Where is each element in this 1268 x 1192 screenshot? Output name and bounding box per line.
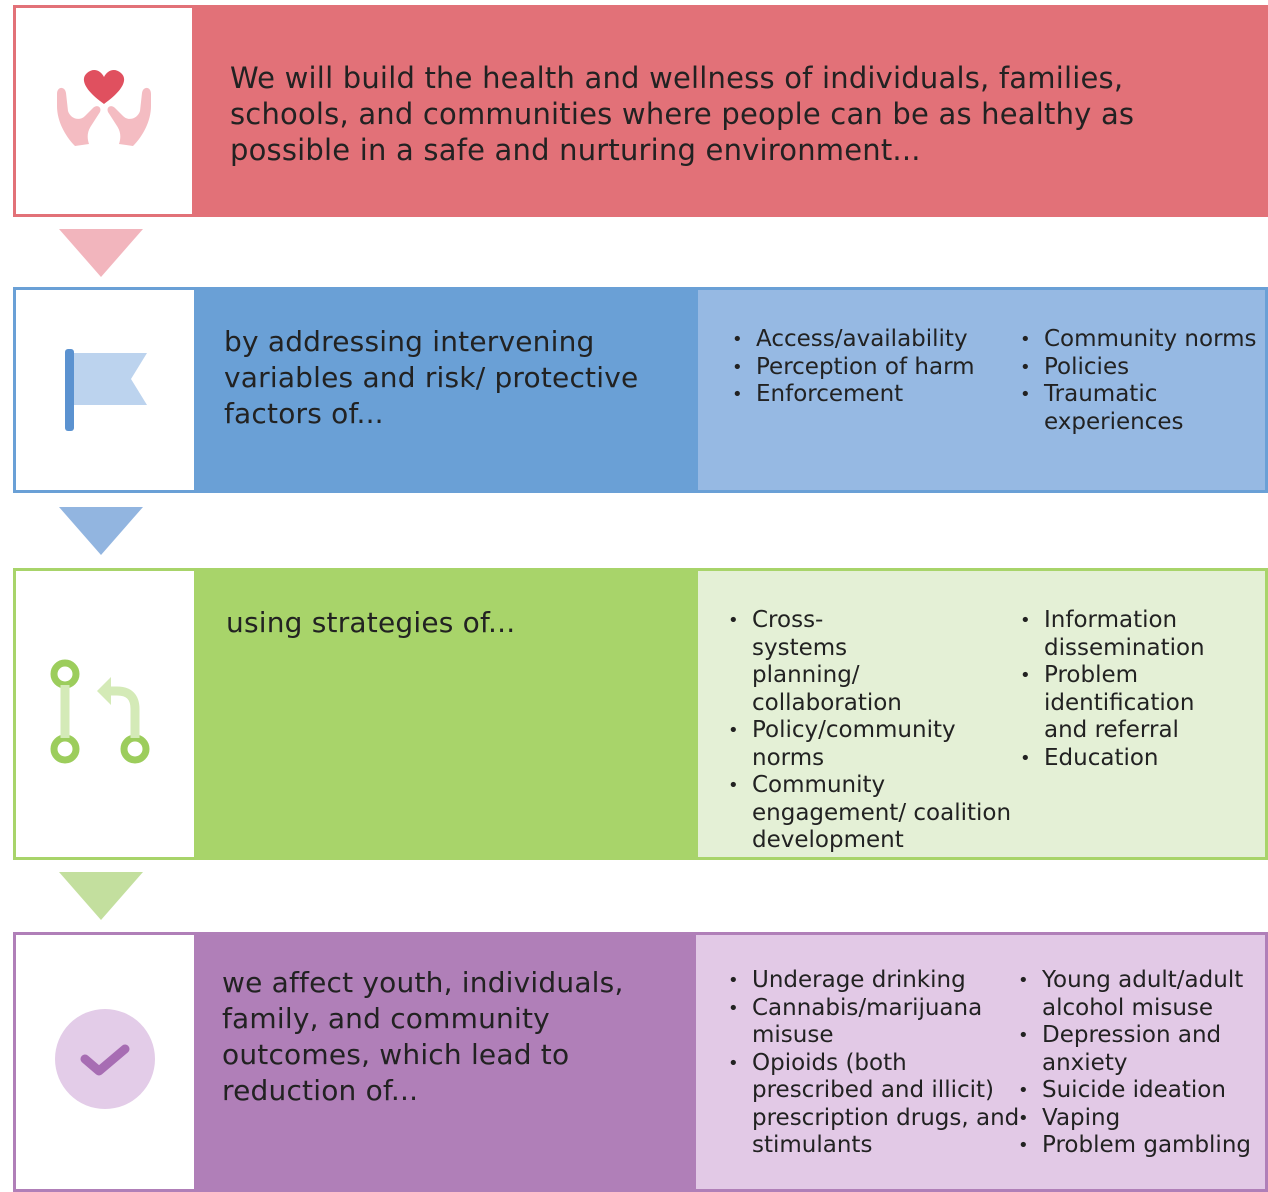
list-item: Traumatic experiences <box>1020 381 1204 436</box>
factors-panel: by addressing intervening variables and … <box>194 290 698 490</box>
list-item: Suicide ideation <box>1018 1077 1258 1105</box>
strategies-panel: using strategies of... <box>194 571 698 857</box>
outcomes-list-left: Underage drinking Cannabis/marijuana mis… <box>728 967 1019 1160</box>
outcomes-icon-cell <box>16 935 194 1189</box>
list-item: Community engagement/ coalition developm… <box>728 772 1022 855</box>
strategies-row: using strategies of... Cross-systems pla… <box>13 568 1268 860</box>
list-item: Opioids (both prescribed and illicit) pr… <box>728 1050 1032 1160</box>
list-item: Policy/community norms <box>728 717 972 772</box>
mission-panel: We will build the health and wellness of… <box>192 8 1265 214</box>
list-item: Education <box>1020 745 1250 773</box>
mission-icon-cell <box>16 8 192 214</box>
list-item: Vaping <box>1018 1105 1258 1133</box>
outcomes-list-panel: Underage drinking Cannabis/marijuana mis… <box>696 935 1265 1189</box>
factors-row: by addressing intervening variables and … <box>13 287 1268 493</box>
down-arrow-3 <box>59 872 143 920</box>
factors-text: by addressing intervening variables and … <box>224 325 639 430</box>
down-arrow-1 <box>59 229 143 277</box>
list-item: Policies <box>1020 354 1268 382</box>
mission-text: We will build the health and wellness of… <box>230 61 1135 167</box>
factors-list-panel: Access/availability Perception of harm E… <box>698 290 1265 490</box>
list-item: Enforcement <box>732 381 992 409</box>
factors-list-left: Access/availability Perception of harm E… <box>732 326 992 409</box>
branch-arrow-icon <box>50 659 150 764</box>
mission-row: We will build the health and wellness of… <box>13 5 1268 217</box>
flag-icon <box>65 349 147 431</box>
list-item: Depression and anxiety <box>1018 1022 1232 1077</box>
outcomes-panel: we affect youth, individuals, family, an… <box>194 935 696 1189</box>
strategies-icon-cell <box>16 571 194 857</box>
strategies-list-left: Cross-systems planning/ collaboration Po… <box>728 607 1018 855</box>
list-item: Problem identification and referral <box>1020 662 1214 745</box>
list-item: Problem gambling <box>1018 1132 1258 1160</box>
heart-hands-icon <box>57 70 151 146</box>
list-item: Perception of harm <box>732 354 992 382</box>
list-item: Information dissemination <box>1020 607 1219 662</box>
strategies-list-right: Information dissemination Problem identi… <box>1020 607 1250 772</box>
factors-icon-cell <box>16 290 194 490</box>
factors-list-right: Community norms Policies Traumatic exper… <box>1020 326 1268 436</box>
strategies-list-panel: Cross-systems planning/ collaboration Po… <box>698 571 1265 857</box>
list-item: Community norms <box>1020 326 1268 354</box>
checkmark-circle-icon <box>55 1009 155 1109</box>
outcomes-list-right: Young adult/adult alcohol misuse Depress… <box>1018 967 1258 1160</box>
list-item: Cross-systems planning/ collaboration <box>728 607 912 717</box>
strategies-text: using strategies of... <box>226 606 516 639</box>
list-item: Access/availability <box>732 326 992 354</box>
outcomes-row: we affect youth, individuals, family, an… <box>13 932 1268 1192</box>
list-item: Underage drinking <box>728 967 1018 995</box>
down-arrow-2 <box>59 507 143 555</box>
outcomes-text: we affect youth, individuals, family, an… <box>222 966 624 1107</box>
list-item: Cannabis/marijuana misuse <box>728 995 992 1050</box>
list-item: Young adult/adult alcohol misuse <box>1018 967 1262 1022</box>
